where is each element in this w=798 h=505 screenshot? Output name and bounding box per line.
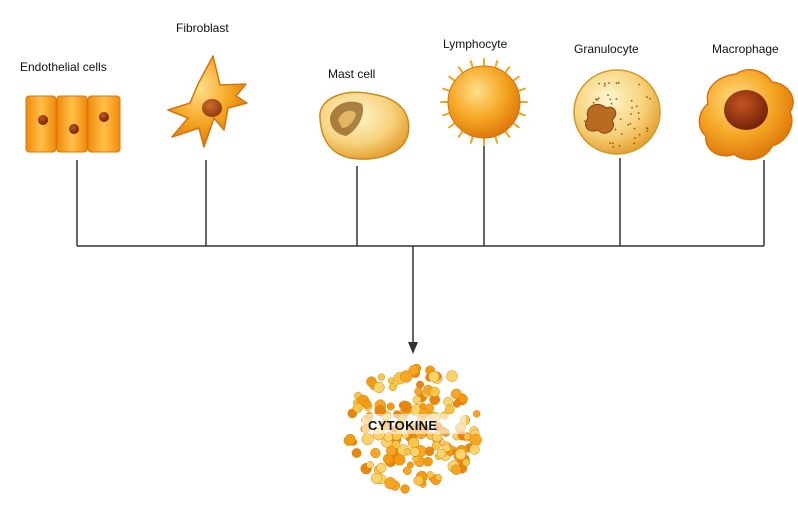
granulocyte-icon: [574, 70, 660, 154]
fibroblast-icon: [168, 56, 247, 147]
connector-lines: [77, 146, 764, 346]
endothelial-cells-icon: [26, 96, 120, 152]
lymphocyte-icon: [441, 59, 527, 145]
arrow-head-icon: [408, 342, 418, 354]
mast-cell-icon: [320, 92, 409, 159]
cytokine-label: CYTOKINE: [368, 418, 437, 433]
macrophage-icon: [699, 70, 793, 160]
